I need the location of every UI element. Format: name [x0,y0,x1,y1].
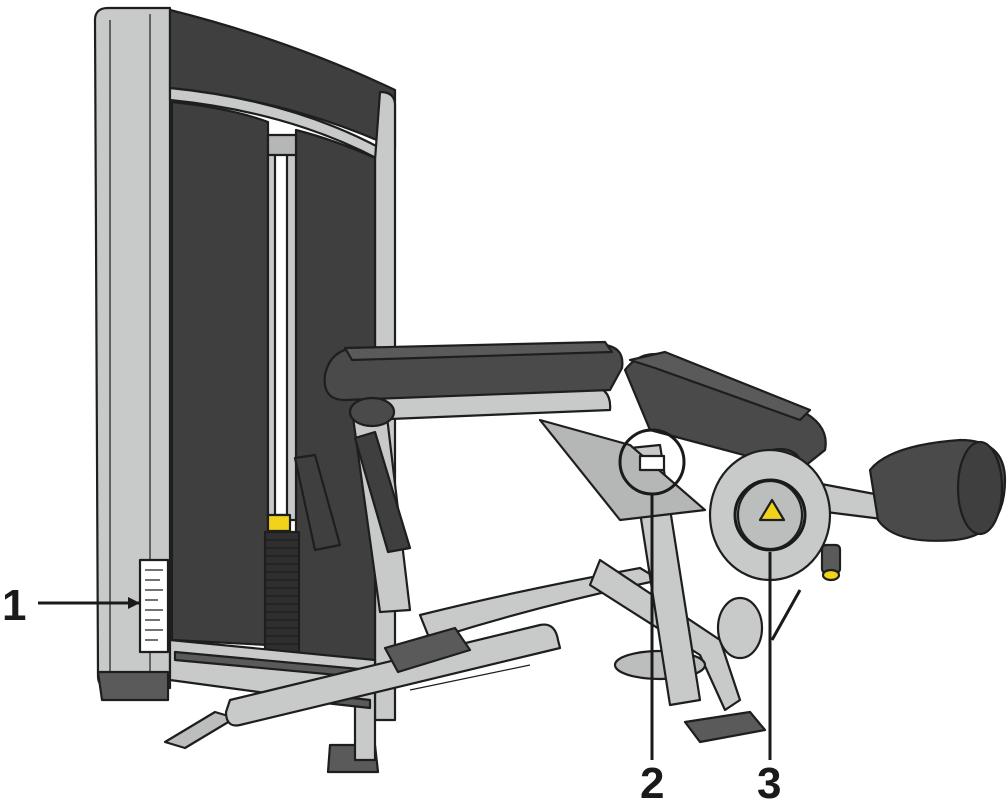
callout-3-number: 3 [757,759,781,804]
callout-1-number: 1 [2,581,26,630]
weight-plates [265,532,299,652]
instruction-placard [140,560,168,652]
leg-roller-arm [710,440,1005,580]
callout-2-number: 2 [640,759,664,804]
callout-3-leader-secondary [772,590,800,640]
